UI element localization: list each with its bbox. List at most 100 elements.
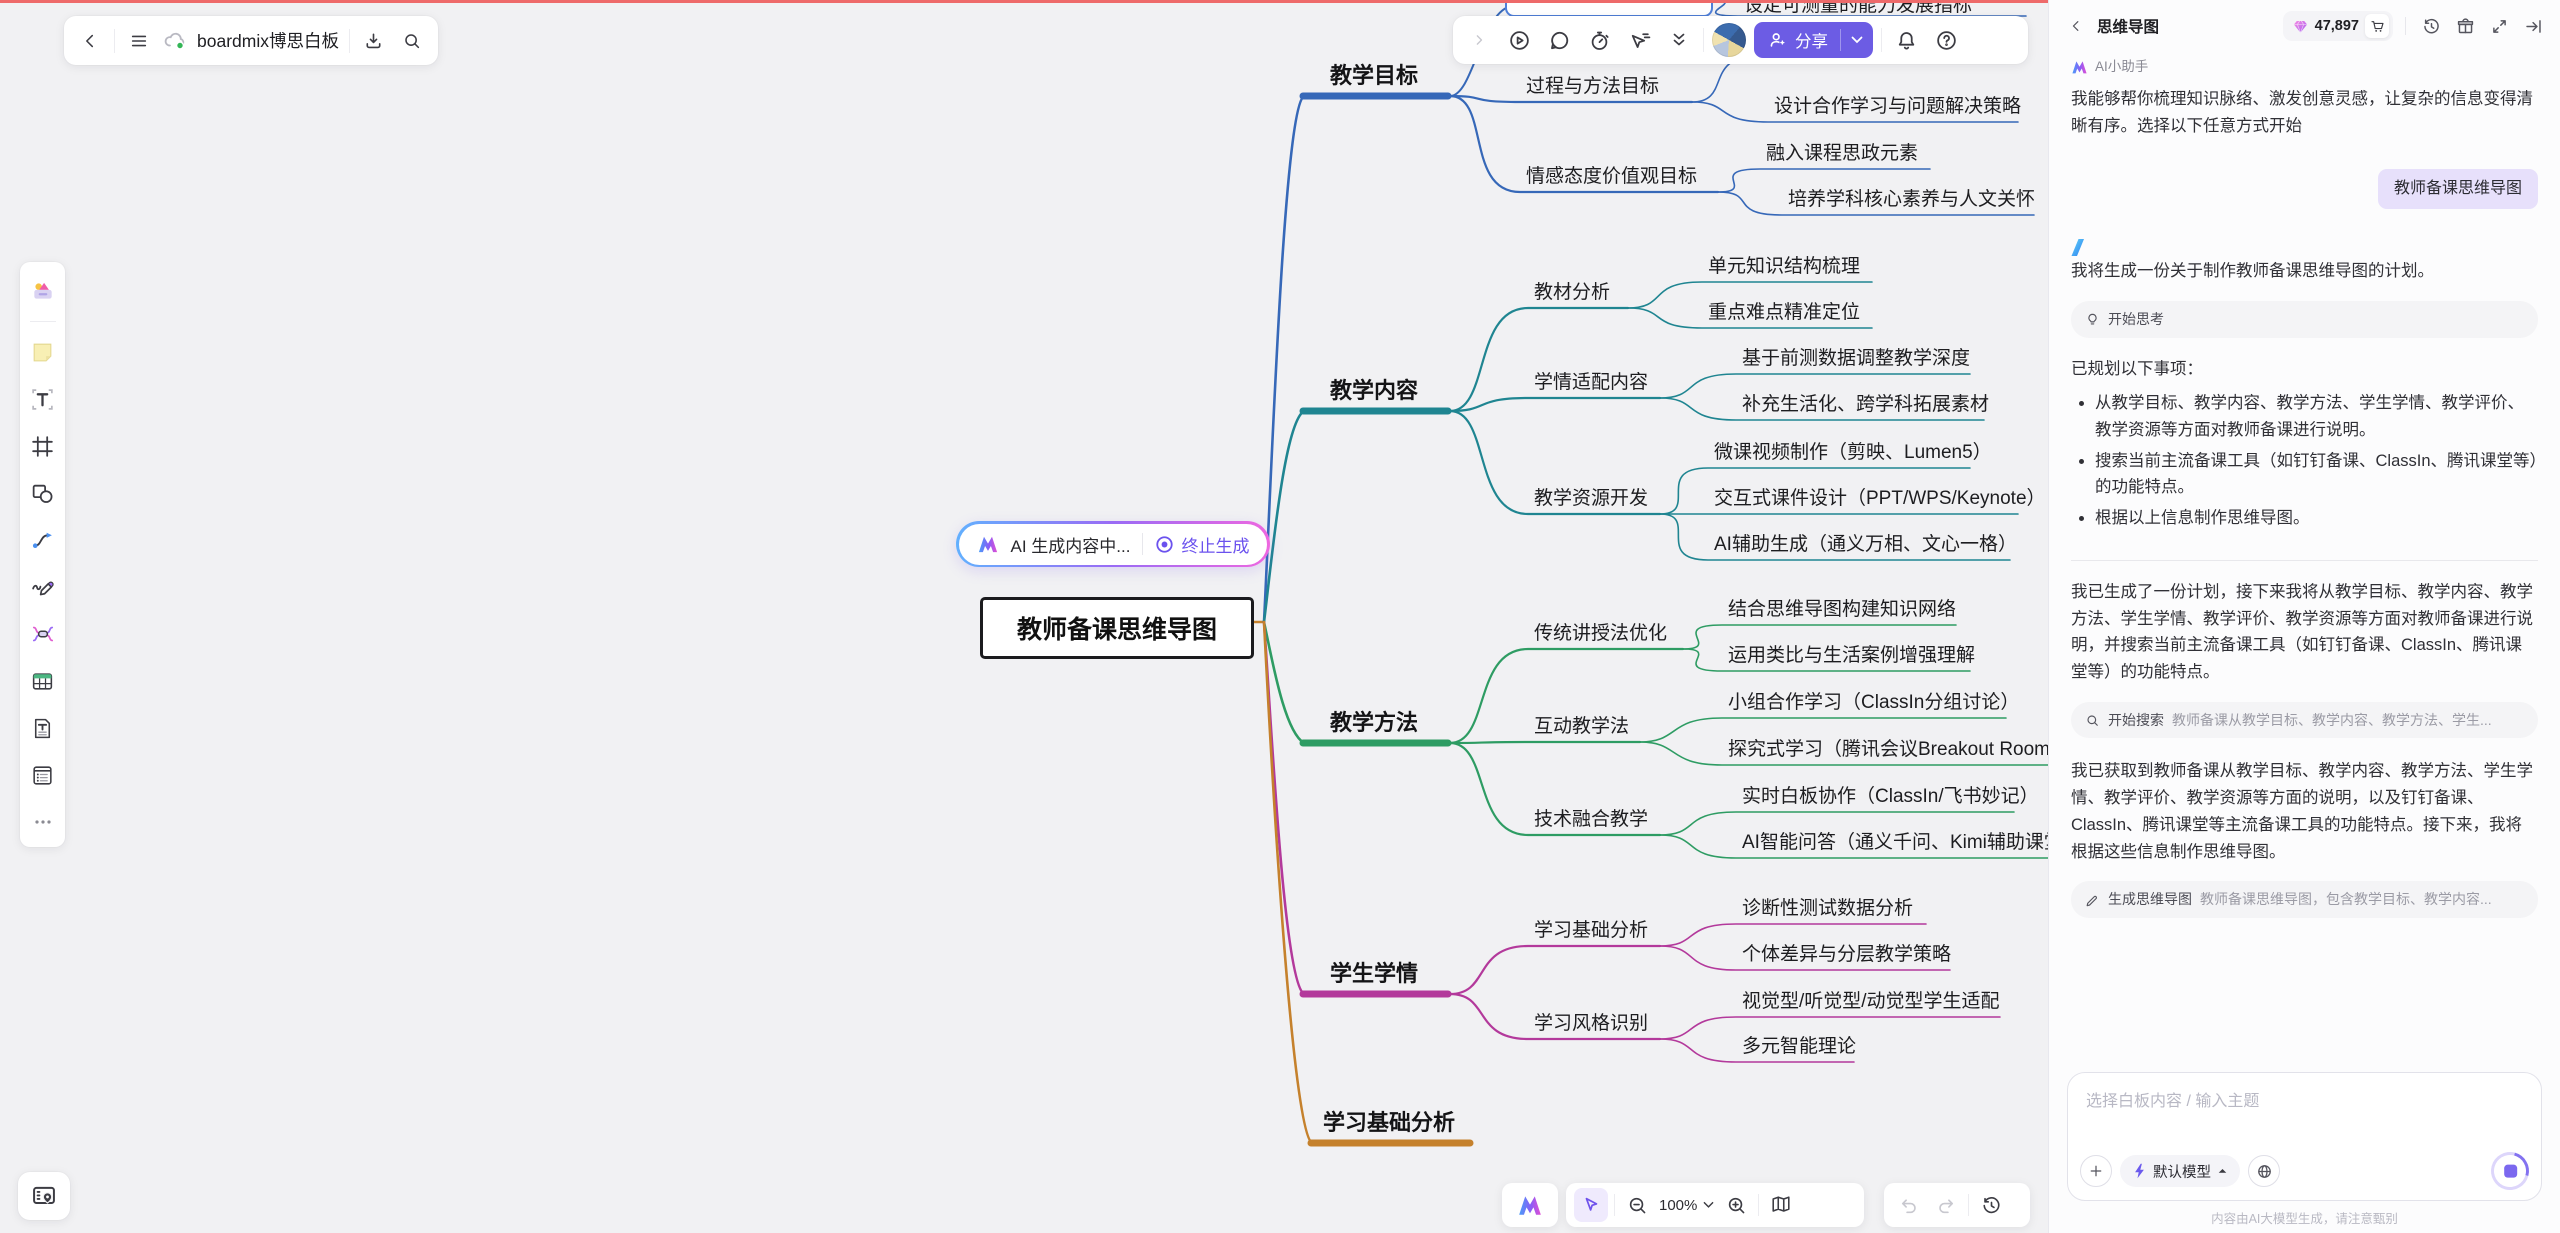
toolbar-collapse-button[interactable] <box>1463 24 1495 56</box>
redo-button[interactable] <box>1930 1189 1962 1221</box>
stop-response-button[interactable] <box>2484 1145 2536 1197</box>
notifications-button[interactable] <box>1890 24 1922 56</box>
mindmap-node[interactable]: 学习风格识别 <box>1534 1013 1649 1034</box>
mindmap-node[interactable]: 结合思维导图构建知识网络 <box>1728 599 1957 620</box>
search-button[interactable] <box>398 25 426 57</box>
panel-back-button[interactable] <box>2063 13 2089 39</box>
chevron-down-icon[interactable] <box>1703 1201 1714 1209</box>
pen-icon <box>32 581 54 595</box>
generate-mindmap-chip[interactable]: 生成思维导图 教师备课思维导图，包含教学目标、教学内容... <box>2071 881 2538 918</box>
mindmap-node[interactable]: 补充生活化、跨学科拓展素材 <box>1742 394 1990 415</box>
mindmap-node[interactable]: AI辅助生成（通义万相、文心一格） <box>1714 534 2017 555</box>
back-button[interactable] <box>76 25 104 57</box>
share-button[interactable]: 分享 <box>1754 22 1873 58</box>
zoom-level[interactable]: 100% <box>1659 1196 1698 1214</box>
store-button[interactable] <box>2365 14 2389 38</box>
document-tool[interactable] <box>26 711 60 745</box>
mindmap-node[interactable]: 教学方法 <box>1329 710 1418 735</box>
zoom-out-button[interactable] <box>1621 1189 1653 1221</box>
table-tool[interactable] <box>26 664 60 698</box>
frame-tool[interactable] <box>26 429 60 463</box>
mindmap-node[interactable]: 多元智能理论 <box>1742 1036 1857 1057</box>
attach-button[interactable] <box>2080 1155 2112 1187</box>
list-tool[interactable] <box>26 758 60 792</box>
mindmap-node[interactable]: 基于前测数据调整教学深度 <box>1742 348 1971 369</box>
search-chip[interactable]: 开始搜索 教师备课从教学目标、教学内容、教学方法、学生... <box>2071 701 2538 739</box>
sticky-note-tool[interactable] <box>26 335 60 369</box>
mindmap-node[interactable]: 学情适配内容 <box>1534 372 1649 393</box>
prompt-input[interactable] <box>2080 1085 2529 1143</box>
mindmap-node[interactable]: 情感态度价值观目标 <box>1526 166 1698 187</box>
zoom-in-button[interactable] <box>1720 1189 1752 1221</box>
mindmap-node[interactable]: 个体差异与分层教学策略 <box>1742 944 1952 965</box>
mindmap-node[interactable]: 教材分析 <box>1534 282 1611 303</box>
templates-tool[interactable] <box>26 274 60 308</box>
mindmap-node[interactable]: 学习基础分析 <box>1322 1110 1455 1135</box>
mindmap-edge <box>1682 624 1957 650</box>
export-button[interactable] <box>360 25 388 57</box>
connector-tool[interactable] <box>26 523 60 557</box>
mindmap-node[interactable]: 小组合作学习（ClassIn分组讨论） <box>1728 692 2020 713</box>
laser-pointer-button[interactable] <box>1623 24 1655 56</box>
mindmap-node[interactable]: 重点难点精准定位 <box>1708 302 1861 323</box>
timer-icon <box>1591 31 1609 50</box>
mindmap-node[interactable]: AI智能问答（通义千问、Kimi辅助课堂 <box>1742 832 2048 853</box>
minimap-button[interactable] <box>1765 1189 1797 1221</box>
help-button[interactable] <box>1930 24 1962 56</box>
whiteboard-canvas[interactable]: 教学目标 设定可测量的能力发展指标过程与方法目标设计合作学习与问题解决策略情感态度… <box>0 0 2048 1233</box>
model-selector[interactable]: 默认模型 <box>2120 1155 2240 1187</box>
mindmap-root-node[interactable]: 教师备课思维导图 <box>980 597 1254 659</box>
mindmap-node[interactable]: 交互式课件设计（PPT/WPS/Keynote） <box>1714 488 2046 509</box>
mindmap-node[interactable]: 技术融合教学 <box>1534 809 1649 830</box>
mindmap-node[interactable]: 探究式学习（腾讯会议Breakout Rooms <box>1728 739 2048 760</box>
ai-market-button[interactable] <box>2452 13 2478 39</box>
mindmap-node[interactable]: 传统讲授法优化 <box>1534 623 1668 644</box>
mindmap-node[interactable]: 培养学科核心素养与人文关怀 <box>1788 189 2036 210</box>
mindmap-node[interactable]: 过程与方法目标 <box>1526 76 1660 97</box>
web-search-button[interactable] <box>2248 1155 2280 1187</box>
pen-tool[interactable] <box>26 570 60 604</box>
board-navigator-button[interactable] <box>18 1172 70 1220</box>
redo-icon <box>1938 1198 1953 1213</box>
mindmap-node[interactable]: 微课视频制作（剪映、Lumen5） <box>1714 442 1992 463</box>
chat-history-button[interactable] <box>2418 13 2444 39</box>
mindmap-node[interactable]: 融入课程思政元素 <box>1766 143 1919 164</box>
think-chip[interactable]: 开始思考 <box>2071 300 2538 338</box>
credits-pill[interactable]: 47,897 <box>2282 11 2393 41</box>
board-title[interactable]: boardmix博思白板 <box>197 31 339 51</box>
mindmap-node[interactable]: 教学目标 <box>1329 63 1418 88</box>
mindmap-node[interactable]: 设定可测量的能力发展指标 <box>1744 0 1973 16</box>
mindmap-node[interactable]: 学生学情 <box>1329 961 1418 986</box>
stop-generation-button[interactable]: 终止生成 <box>1155 532 1249 557</box>
mindmap-node[interactable]: 实时白板协作（ClassIn/飞书妙记） <box>1742 786 2039 807</box>
present-button[interactable] <box>1503 24 1535 56</box>
more-tools[interactable] <box>26 805 60 839</box>
mindmap-tool[interactable] <box>26 617 60 651</box>
expand-panel-button[interactable] <box>2486 13 2512 39</box>
timer-button[interactable] <box>1583 24 1615 56</box>
version-history-button[interactable] <box>1975 1189 2007 1221</box>
mindmap-node[interactable]: 教学内容 <box>1329 378 1418 403</box>
user-message-bubble[interactable]: 教师备课思维导图 <box>2377 169 2538 210</box>
text-tool[interactable] <box>26 382 60 416</box>
main-menu-button[interactable] <box>125 25 153 57</box>
mindmap-node[interactable]: 学习基础分析 <box>1534 920 1649 941</box>
mindmap-node[interactable]: 单元知识结构梳理 <box>1708 256 1861 277</box>
prompt-input-card[interactable]: 默认模型 <box>2067 1072 2542 1201</box>
mindmap-node[interactable]: 互动教学法 <box>1534 716 1630 737</box>
mindmap-node[interactable]: 教学资源开发 <box>1534 488 1649 509</box>
more-tools-button[interactable] <box>1663 24 1695 56</box>
mindmap-node[interactable]: 诊断性测试数据分析 <box>1742 898 1914 919</box>
shape-tool[interactable] <box>26 476 60 510</box>
select-tool-button[interactable] <box>1574 1188 1608 1222</box>
mindmap-node[interactable]: 运用类比与生活案例增强理解 <box>1728 645 1976 666</box>
plan-item: 从教学目标、教学内容、教学方法、学生学情、教学评价、教学资源等方面对教师备课进行… <box>2095 390 2538 443</box>
mindmap-node[interactable]: 视觉型/听觉型/动觉型学生适配 <box>1742 991 2000 1012</box>
undo-button[interactable] <box>1892 1189 1924 1221</box>
collapse-panel-button[interactable] <box>2520 13 2546 39</box>
share-caret[interactable] <box>1841 36 1873 44</box>
user-avatar[interactable] <box>1712 23 1746 57</box>
comment-button[interactable] <box>1543 24 1575 56</box>
mindmap-node[interactable]: 设计合作学习与问题解决策略 <box>1774 96 2022 117</box>
boardmix-ai-button[interactable] <box>1502 1183 1558 1227</box>
